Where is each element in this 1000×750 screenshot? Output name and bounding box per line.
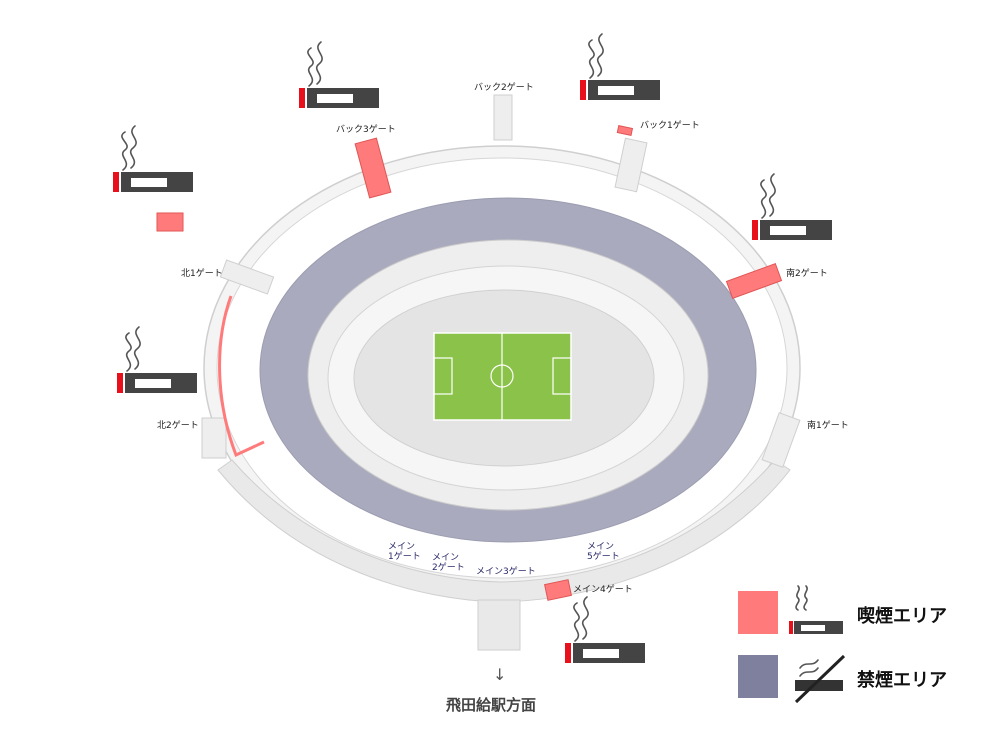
smoking-area-south2 — [725, 263, 783, 299]
smoking-area-north — [156, 212, 184, 232]
gate-label-back1: バック1ゲート — [640, 119, 700, 131]
gate-label-main5-line2: 5ゲート — [587, 550, 620, 562]
gate-label-main2-line2: 2ゲート — [432, 561, 465, 573]
gate-label-north2: 北2ゲート — [157, 419, 199, 431]
down-arrow-icon: ↓ — [493, 665, 506, 684]
legend-swatch-non-smoking — [738, 655, 778, 698]
no-smoking-icon — [794, 654, 846, 704]
gate-label-main3: メイン3ゲート — [476, 565, 536, 577]
legend-label-smoking: 喫煙エリア — [857, 605, 947, 627]
gate-label-back2: バック2ゲート — [474, 81, 534, 93]
gate-label-back3: バック3ゲート — [336, 123, 396, 135]
smoking-marker-south2 — [751, 173, 833, 241]
smoking-marker-north — [112, 125, 194, 193]
smoking-marker-back3 — [298, 41, 380, 109]
legend-label-non-smoking: 禁煙エリア — [857, 669, 947, 691]
legend: 喫煙エリア 禁煙エリア — [738, 585, 947, 704]
gate-label-south2: 南2ゲート — [786, 267, 828, 279]
smoking-area-main4 — [544, 579, 572, 601]
smoking-area-back1 — [616, 125, 634, 136]
smoking-marker-back1 — [579, 33, 661, 101]
legend-swatch-smoking — [738, 591, 778, 634]
gate-label-south1: 南1ゲート — [807, 419, 849, 431]
smoking-marker-main4 — [564, 596, 646, 664]
smoking-area-north2 — [218, 295, 265, 458]
gate-label-main5-line1: メイン — [587, 542, 614, 552]
gate-label-north1: 北1ゲート — [181, 267, 223, 279]
smoking-area-back3 — [354, 137, 392, 199]
gate-label-main4: メイン4ゲート — [573, 583, 633, 595]
gate-label-main2-line1: メイン — [432, 553, 459, 563]
smoking-marker-north2 — [116, 326, 198, 394]
smoking-areas — [156, 125, 783, 601]
smoking-icon — [789, 585, 843, 634]
football-pitch — [433, 332, 572, 421]
gate-label-main1-line1: メイン — [388, 542, 415, 552]
gate-label-main1-line2: 1ゲート — [388, 550, 421, 562]
direction-label: 飛田給駅方面 — [445, 696, 536, 714]
